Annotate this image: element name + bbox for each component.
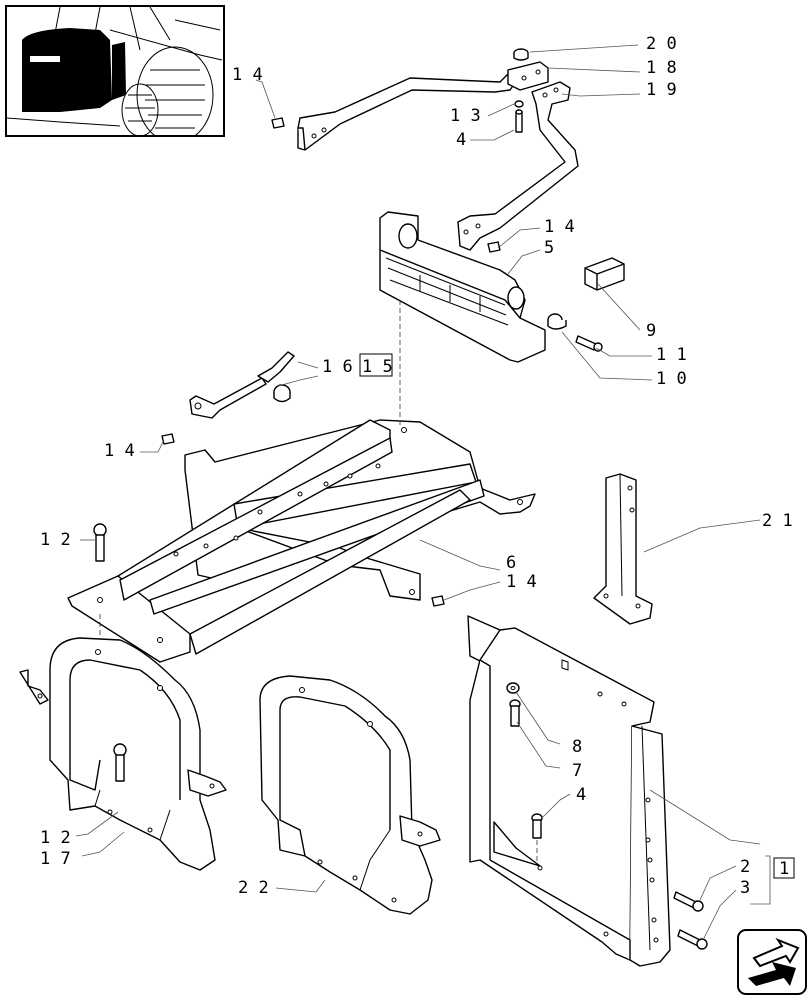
bolt-4-top [515, 109, 523, 133]
fitting-14-right [431, 595, 445, 607]
callout-1: 1 [779, 859, 789, 879]
callout-labels: 2 0 1 8 1 9 1 4 1 3 4 1 4 5 9 1 1 1 0 1 … [40, 34, 795, 898]
callout-5: 5 [544, 238, 554, 258]
callout-7: 7 [572, 761, 582, 781]
bolt-3 [677, 929, 708, 950]
post-21 [593, 473, 653, 625]
callout-10: 1 0 [656, 369, 687, 389]
fitting-14-left [161, 433, 175, 445]
bolt-11 [575, 335, 603, 352]
callout-1-box [773, 857, 795, 879]
frame-1 [467, 615, 671, 967]
upper-bracket-19 [457, 81, 579, 251]
bolt-2 [673, 891, 704, 912]
callout-14-top: 1 4 [232, 65, 263, 85]
fitting-14-top [271, 117, 285, 129]
callout-14-mid: 1 4 [544, 217, 575, 237]
guard-22 [259, 675, 441, 915]
callout-21: 2 1 [762, 511, 793, 531]
washer-13 [514, 100, 524, 108]
guard-17 [19, 637, 227, 871]
callout-13: 1 3 [450, 106, 481, 126]
bushing-10 [547, 313, 567, 330]
frame-6 [67, 419, 536, 663]
upper-bracket-18 [297, 61, 549, 151]
callout-15: 1 5 [362, 357, 393, 377]
fitting-14-mid [487, 241, 501, 253]
callout-17: 1 7 [40, 849, 71, 869]
callout-3: 3 [740, 878, 750, 898]
next-page-arrow-icon[interactable] [737, 929, 807, 995]
block-9 [584, 257, 625, 291]
callout-15-box [359, 353, 393, 377]
callout-4-bottom: 4 [576, 785, 586, 805]
callout-16: 1 6 [322, 357, 353, 377]
callout-8: 8 [572, 737, 582, 757]
bolt-12-bottom [113, 743, 127, 782]
callout-9: 9 [646, 321, 656, 341]
turnbuckle-15 [189, 351, 295, 419]
bolt-7 [509, 699, 521, 727]
callout-19: 1 9 [646, 80, 677, 100]
alignment-lines [99, 300, 538, 864]
tractor-location-thumbnail [5, 5, 225, 137]
bushing-16 [273, 384, 291, 403]
washer-8 [506, 682, 520, 694]
nut-20 [513, 48, 529, 61]
bolt-12-top [93, 523, 107, 562]
bolt-4-bottom [531, 813, 543, 839]
callout-4-top: 4 [456, 130, 466, 150]
callout-6: 6 [506, 553, 516, 573]
callout-12-bottom: 1 2 [40, 828, 71, 848]
leader-lines [75, 44, 771, 939]
callout-18: 1 8 [646, 58, 677, 78]
callout-2: 2 [740, 857, 750, 877]
callout-12-top: 1 2 [40, 530, 71, 550]
bracket-5 [379, 211, 546, 363]
callout-14-left: 1 4 [104, 441, 135, 461]
callout-14-right: 1 4 [506, 572, 537, 592]
callout-11: 1 1 [656, 345, 687, 365]
callout-22: 2 2 [238, 878, 269, 898]
callout-20: 2 0 [646, 34, 677, 54]
